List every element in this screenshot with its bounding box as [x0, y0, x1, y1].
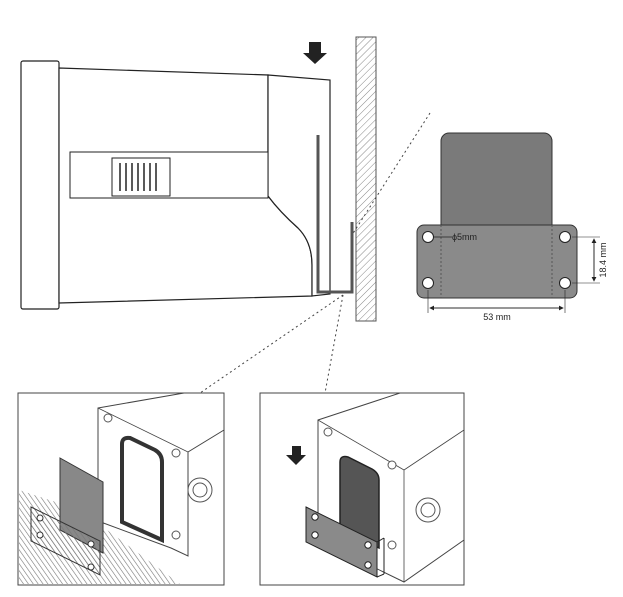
mount-hole	[422, 277, 434, 289]
bracket-plate	[416, 224, 578, 299]
down-arrow-icon	[303, 42, 327, 64]
mount-hole	[559, 231, 571, 243]
mount-hole	[422, 231, 434, 243]
wall	[355, 36, 377, 322]
detail-panel-left	[17, 392, 225, 586]
height-dimension-label: 18.4 mm	[598, 242, 608, 277]
device-front-bezel	[20, 60, 60, 310]
width-dimension-label: 53 mm	[483, 312, 511, 322]
bracket-base	[30, 506, 101, 576]
projection-lines	[199, 112, 431, 394]
detail-panel-right	[259, 392, 465, 586]
bracket-slot	[120, 435, 164, 544]
bracket-back	[339, 455, 380, 550]
bracket-dimension-drawing: ϕ5mm 18.4 mm 53 mm	[416, 132, 608, 322]
device-side-view	[20, 36, 377, 322]
device-connector	[111, 157, 171, 197]
bracket-side	[316, 135, 354, 294]
device-rear	[267, 74, 331, 297]
mount-hole	[559, 277, 571, 289]
down-arrow-icon	[286, 446, 306, 465]
hole-diameter-label: ϕ5mm	[452, 232, 477, 242]
connector-ribs	[119, 163, 157, 191]
